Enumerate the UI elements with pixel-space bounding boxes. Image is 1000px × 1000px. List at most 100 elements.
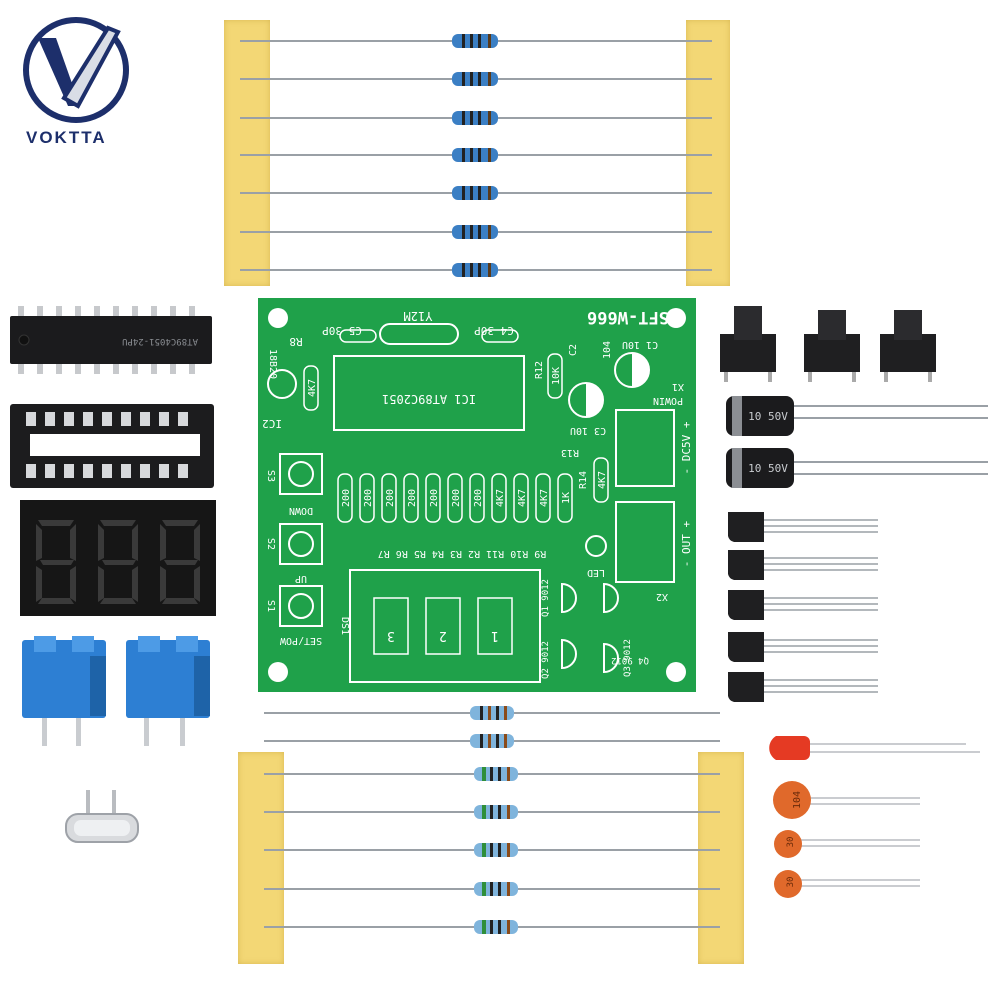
crystal-label: Y12M [404,309,433,323]
s2-label: S2 [265,538,276,550]
transistor [728,590,764,620]
resistor [240,72,712,86]
dc5v-label: - DC5V + [680,421,693,474]
r12-label: R12 [534,361,545,379]
resistor-value-label: 200 [451,489,462,507]
resistor-value-label: 4K7 [517,489,528,507]
ceramic-cap-label: 104 [792,791,803,809]
ic1-label: IC1 AT89C2051 [382,392,476,406]
resistor [264,706,720,720]
tactile-button [720,306,776,382]
r13-label: R13 [561,447,579,458]
resistor-value-label: 4K7 [495,489,506,507]
transistor [728,672,764,702]
ceramic-capacitor: 104 [773,781,920,819]
cap-rating-label: 10 50V [748,410,788,423]
out-label: - OUT + [680,520,693,567]
terminal-blocks [22,636,210,746]
resistor [264,843,720,857]
microcontroller-chip: AT89C4051-24PU [10,306,212,374]
r12-value-label: 10K [551,367,562,385]
electrolytic-capacitors: 10 50V 10 50V [726,396,988,488]
resistor [240,111,712,125]
resistor [240,148,712,162]
tape-strip-bottom-right [698,752,744,964]
r14-label: R14 [578,471,589,489]
led-label: LED [587,567,605,578]
c1-label: C1 10U [622,339,658,350]
tape-strip-top-right [686,20,730,286]
setpow-label: SET/POW [279,635,322,646]
q2-label: Q2 9012 [541,641,551,679]
digit-label: 3 [387,628,395,643]
c5-label: C5 30P [322,324,362,337]
ceramic-capacitor: 30 [774,830,920,858]
down-label: DOWN [289,505,313,516]
resistor-value-label: 200 [385,489,396,507]
resistor-value-label: 4K7 [539,489,550,507]
terminal-block [22,636,106,746]
resistor-value-label: 200 [407,489,418,507]
c3-label: C3 10U [570,425,606,436]
digit-label: 1 [491,628,499,643]
tactile-buttons [720,306,936,382]
powin-label: POWIN [653,395,683,406]
electrolytic-capacitor: 10 50V [726,448,988,488]
resistor [264,920,720,934]
ceramic-cap-label: 30 [786,877,796,888]
resistor [264,882,720,896]
brand-name: VOKTTA [26,128,107,147]
resistor-value-label: 200 [363,489,374,507]
resistor [240,225,712,239]
sensor-label: 18B20 [267,349,278,379]
q1-label: Q1 9012 [541,579,551,617]
resistor-row-label: R9 R10 R11 R2 R3 R4 R5 R6 R7 [378,548,547,559]
cap-rating-label: 10 50V [748,462,788,475]
x1-label: X1 [672,381,684,392]
resistor [240,263,712,277]
crystal-oscillator [65,790,139,843]
s1-label: S1 [265,600,276,612]
transistors [728,512,878,702]
resistor [240,186,712,200]
q4-label: Q4 9012 [611,655,649,665]
ic2-label: IC2 [262,417,282,430]
r8-label: R8 [289,335,302,348]
ceramic-cap-label: 30 [786,837,796,848]
resistor [264,767,720,781]
electrolytic-capacitor: 10 50V [726,396,988,436]
resistor [240,34,712,48]
logo-mark-icon [23,17,129,123]
transistor [728,550,764,580]
transistor [728,512,764,542]
up-label: UP [295,573,307,584]
ic-socket [10,404,214,488]
button-footprints [279,453,323,627]
resistor-value-label: 200 [341,489,352,507]
r14-value-label: 4K7 [597,471,608,489]
led-and-ceramic-capacitors: 104 30 30 [769,736,980,898]
pcb-model-label: SFT-W666 [587,307,669,327]
q3-label: Q3 9012 [623,639,633,677]
resistor [264,805,720,819]
x2-label: X2 [656,591,668,602]
cap-104-pcb-label: 104 [602,341,613,359]
ds1-label: DS1 [339,617,350,635]
brand-logo [20,14,132,126]
terminal-block [126,636,210,746]
pcb-board: SFT-W666 Y12M C5 30P C4 30P R8 IC1 AT89C… [258,298,696,692]
c2-label: C2 [568,344,579,356]
resistor-value-label: 200 [473,489,484,507]
red-led [769,736,980,760]
ceramic-capacitor: 30 [774,870,920,898]
s3-label: S3 [265,470,276,482]
seven-segment-display [20,500,216,616]
r8-value-label: 4K7 [307,379,318,397]
resistor [264,734,720,748]
chip-marking: AT89C4051-24PU [122,336,198,346]
tactile-button [880,310,936,382]
tape-strip-bottom-left [238,752,284,964]
resistor-value-label: 1K [561,492,572,504]
transistor [728,632,764,662]
